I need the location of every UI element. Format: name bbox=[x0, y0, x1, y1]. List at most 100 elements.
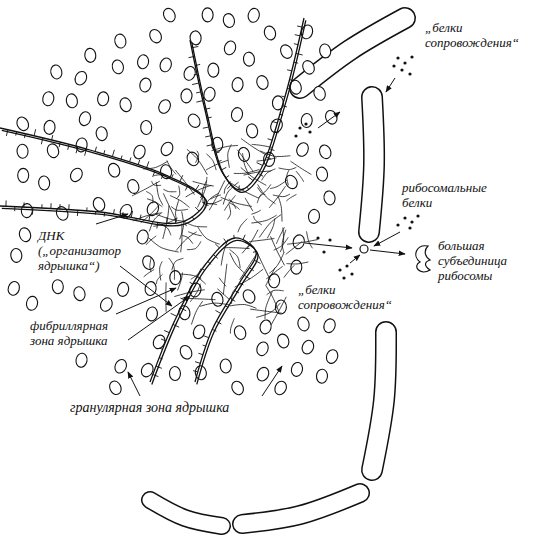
dna-fibril-tick bbox=[95, 212, 96, 215]
dna-fibril-tick bbox=[196, 92, 201, 93]
fibril bbox=[230, 304, 257, 308]
dna-fibril-tick bbox=[225, 306, 228, 308]
granule bbox=[182, 65, 197, 82]
dna-fibril-tick bbox=[227, 185, 231, 189]
dna-fibril-tick bbox=[207, 117, 212, 118]
granule bbox=[18, 226, 33, 243]
dna-fibril-tick bbox=[215, 152, 220, 153]
fibril bbox=[152, 181, 162, 185]
granule bbox=[186, 112, 203, 130]
fibril bbox=[186, 223, 207, 227]
fibril bbox=[258, 187, 266, 194]
fibril bbox=[251, 215, 276, 223]
protein-arrow bbox=[374, 232, 400, 246]
ribosomal-protein bbox=[416, 214, 419, 217]
granule bbox=[255, 74, 270, 91]
dna-strand bbox=[192, 20, 306, 192]
fibril bbox=[133, 213, 162, 221]
granule bbox=[161, 6, 177, 24]
structure-label: „белки сопровождения“ bbox=[425, 20, 525, 50]
fibril bbox=[270, 236, 284, 265]
fibril bbox=[209, 180, 225, 210]
dna-fibril-tick bbox=[258, 173, 263, 176]
granule bbox=[97, 91, 109, 106]
granule bbox=[46, 142, 61, 159]
granule bbox=[246, 123, 259, 139]
granule bbox=[157, 98, 173, 115]
envelope-outline bbox=[372, 332, 386, 470]
dna-fibril-tick bbox=[130, 157, 131, 161]
dna-fibril-tick bbox=[253, 251, 256, 253]
dna-fibril-tick bbox=[159, 348, 162, 349]
granule bbox=[139, 361, 155, 379]
fibril bbox=[254, 216, 262, 225]
dna-fibril-tick bbox=[287, 88, 291, 90]
dna-fibril-tick bbox=[14, 207, 15, 211]
dna-fibril-tick bbox=[215, 244, 219, 248]
fibril bbox=[269, 252, 284, 273]
protein-arrow bbox=[318, 112, 340, 128]
granule bbox=[273, 379, 289, 396]
fibrils bbox=[132, 139, 318, 334]
dna-fibril-tick bbox=[192, 46, 199, 47]
granule bbox=[278, 43, 294, 60]
granule bbox=[247, 7, 261, 23]
fibril bbox=[187, 149, 208, 175]
granule bbox=[185, 150, 201, 167]
fibril bbox=[169, 258, 175, 280]
granule bbox=[21, 203, 33, 218]
subunit-export-arrow bbox=[370, 250, 405, 254]
granule bbox=[312, 85, 327, 102]
granule bbox=[180, 88, 192, 103]
fibril bbox=[182, 236, 193, 244]
dna-fibril-tick bbox=[282, 106, 287, 107]
fibril bbox=[290, 161, 311, 174]
dna-fibril-tick bbox=[189, 56, 194, 58]
fibril bbox=[163, 206, 169, 239]
granule bbox=[75, 352, 88, 368]
envelope-fill bbox=[369, 97, 374, 232]
fibril bbox=[257, 194, 261, 203]
leader-line bbox=[96, 214, 128, 224]
granule bbox=[159, 140, 175, 158]
fibril bbox=[196, 151, 199, 163]
dna-fibril-tick bbox=[140, 215, 142, 220]
dna-fibril-tick bbox=[235, 291, 239, 293]
dna-fibril-tick bbox=[121, 156, 122, 159]
dna-fibril-tick bbox=[195, 362, 200, 364]
dna-fibril-tick bbox=[297, 26, 302, 27]
envelope-outline bbox=[369, 97, 374, 232]
granule bbox=[323, 190, 337, 206]
granule bbox=[52, 279, 64, 294]
leader-line bbox=[262, 366, 282, 396]
escort-protein bbox=[342, 276, 345, 279]
granule bbox=[325, 348, 340, 365]
escort-protein bbox=[410, 55, 413, 58]
dna-fibril-tick bbox=[250, 268, 254, 271]
fibril bbox=[260, 151, 290, 157]
nuclear-envelope bbox=[150, 18, 405, 526]
dna-fibril-tick bbox=[205, 136, 210, 137]
dna-fibril-tick bbox=[233, 235, 234, 238]
escort-protein bbox=[294, 134, 297, 137]
dna-fibril-tick bbox=[24, 134, 26, 138]
ribosomal-protein bbox=[410, 220, 413, 223]
fibril bbox=[238, 219, 247, 233]
granule bbox=[178, 344, 194, 362]
dna-strand bbox=[2, 130, 207, 226]
granule bbox=[42, 91, 55, 107]
fibril bbox=[230, 318, 234, 333]
dna-fibril-tick bbox=[149, 214, 150, 221]
dna-fibril-tick bbox=[200, 195, 203, 197]
leader-line bbox=[120, 266, 172, 306]
granule bbox=[308, 209, 321, 224]
dna-fibril-tick bbox=[95, 147, 96, 152]
dna-fibril-tick bbox=[213, 255, 217, 259]
fibril bbox=[279, 167, 297, 169]
dna-fibril-tick bbox=[15, 132, 17, 136]
granule bbox=[230, 379, 246, 396]
escort-protein bbox=[403, 61, 406, 64]
dna-fibril-tick bbox=[50, 203, 51, 208]
fibril bbox=[259, 215, 281, 238]
dna-fibril-tick bbox=[207, 145, 213, 146]
